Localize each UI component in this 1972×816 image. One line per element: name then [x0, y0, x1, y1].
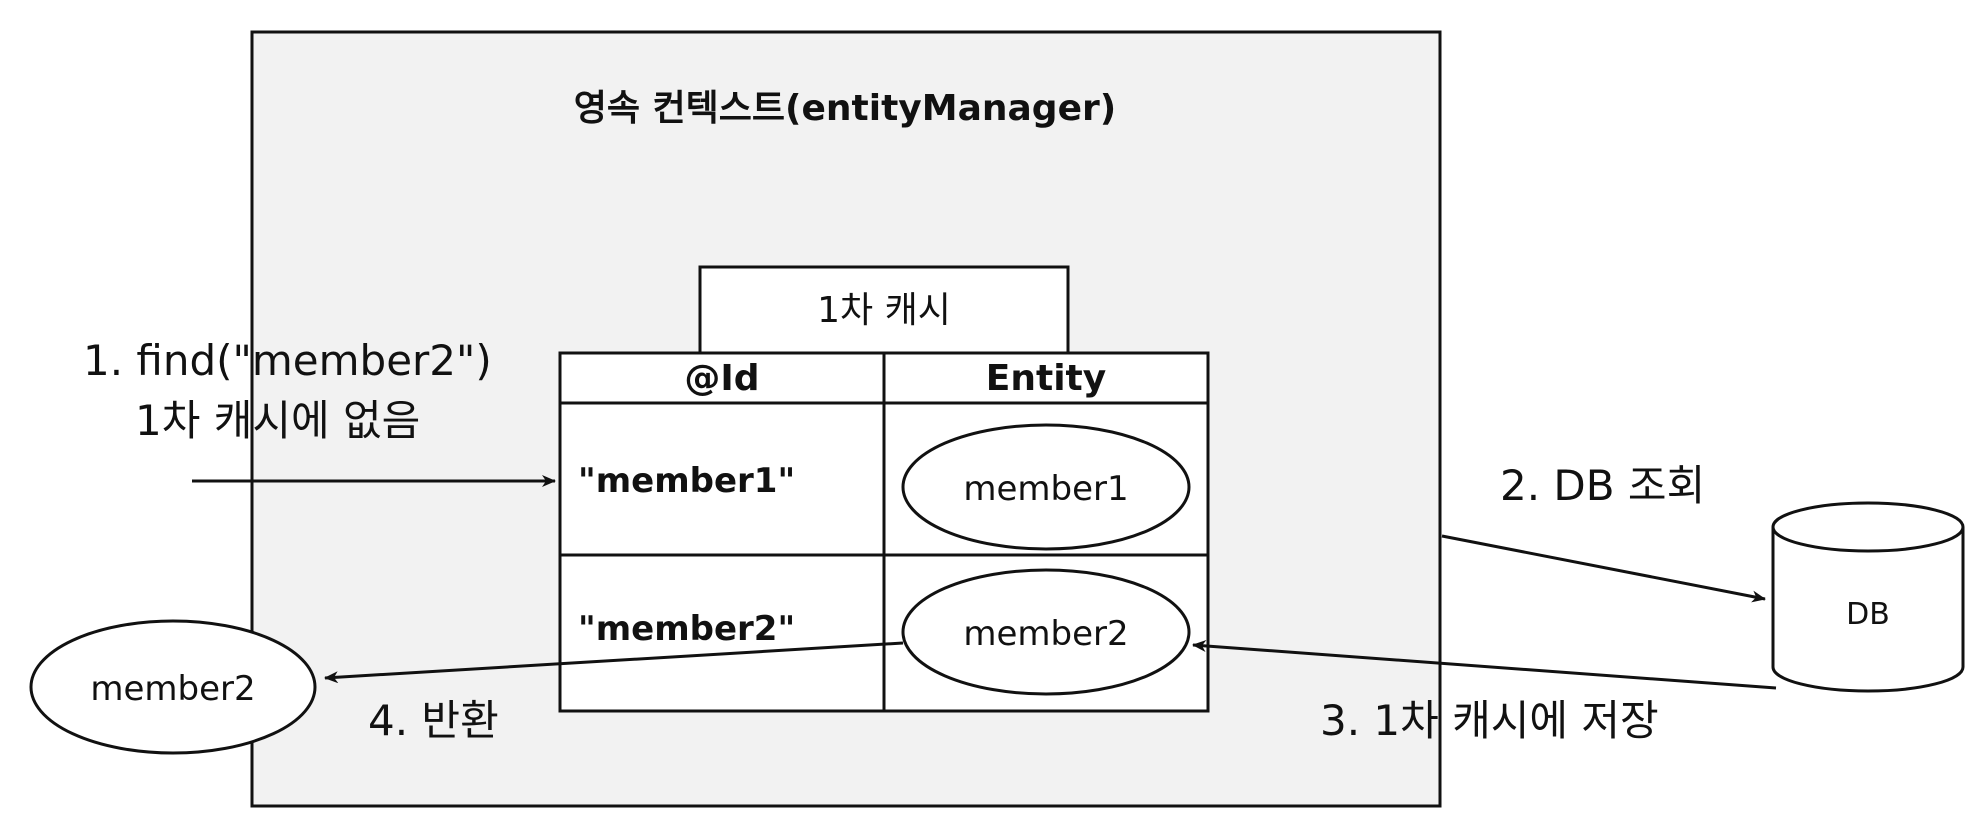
cache-row-2-entity-ellipse	[901, 568, 1191, 696]
cache-row-2-id: "member2"	[578, 609, 795, 649]
db-label: DB	[1846, 597, 1890, 632]
cache-row-2-entity-label: member2	[963, 614, 1128, 654]
step-3-arrow	[1192, 639, 1777, 690]
cache-row-1-entity-ellipse	[901, 423, 1191, 551]
cache-row-1-id: "member1"	[578, 461, 795, 501]
step-2-label: 2. DB 조회	[1500, 461, 1705, 510]
step-1-label: 1. find("member2")	[83, 336, 492, 385]
cache-row-1-entity-label: member1	[963, 469, 1128, 509]
cache-header-entity: Entity	[986, 358, 1106, 399]
returned-entity-label: member2	[90, 669, 255, 709]
step-4-label: 4. 반환	[368, 696, 499, 745]
cache-tab-label: 1차 캐시	[817, 290, 951, 331]
step-4-arrow	[324, 641, 904, 684]
step-1-sublabel: 1차 캐시에 없음	[135, 396, 420, 445]
db-cylinder-icon	[1771, 501, 1965, 693]
cache-tab	[698, 265, 1070, 355]
persistence-context-title: 영속 컨텍스트(entityManager)	[574, 88, 1116, 129]
step-3-label: 3. 1차 캐시에 저장	[1320, 696, 1659, 745]
step-2-arrow	[1441, 534, 1766, 603]
cache-header-id: @Id	[684, 358, 759, 399]
returned-entity-ellipse	[29, 619, 317, 755]
